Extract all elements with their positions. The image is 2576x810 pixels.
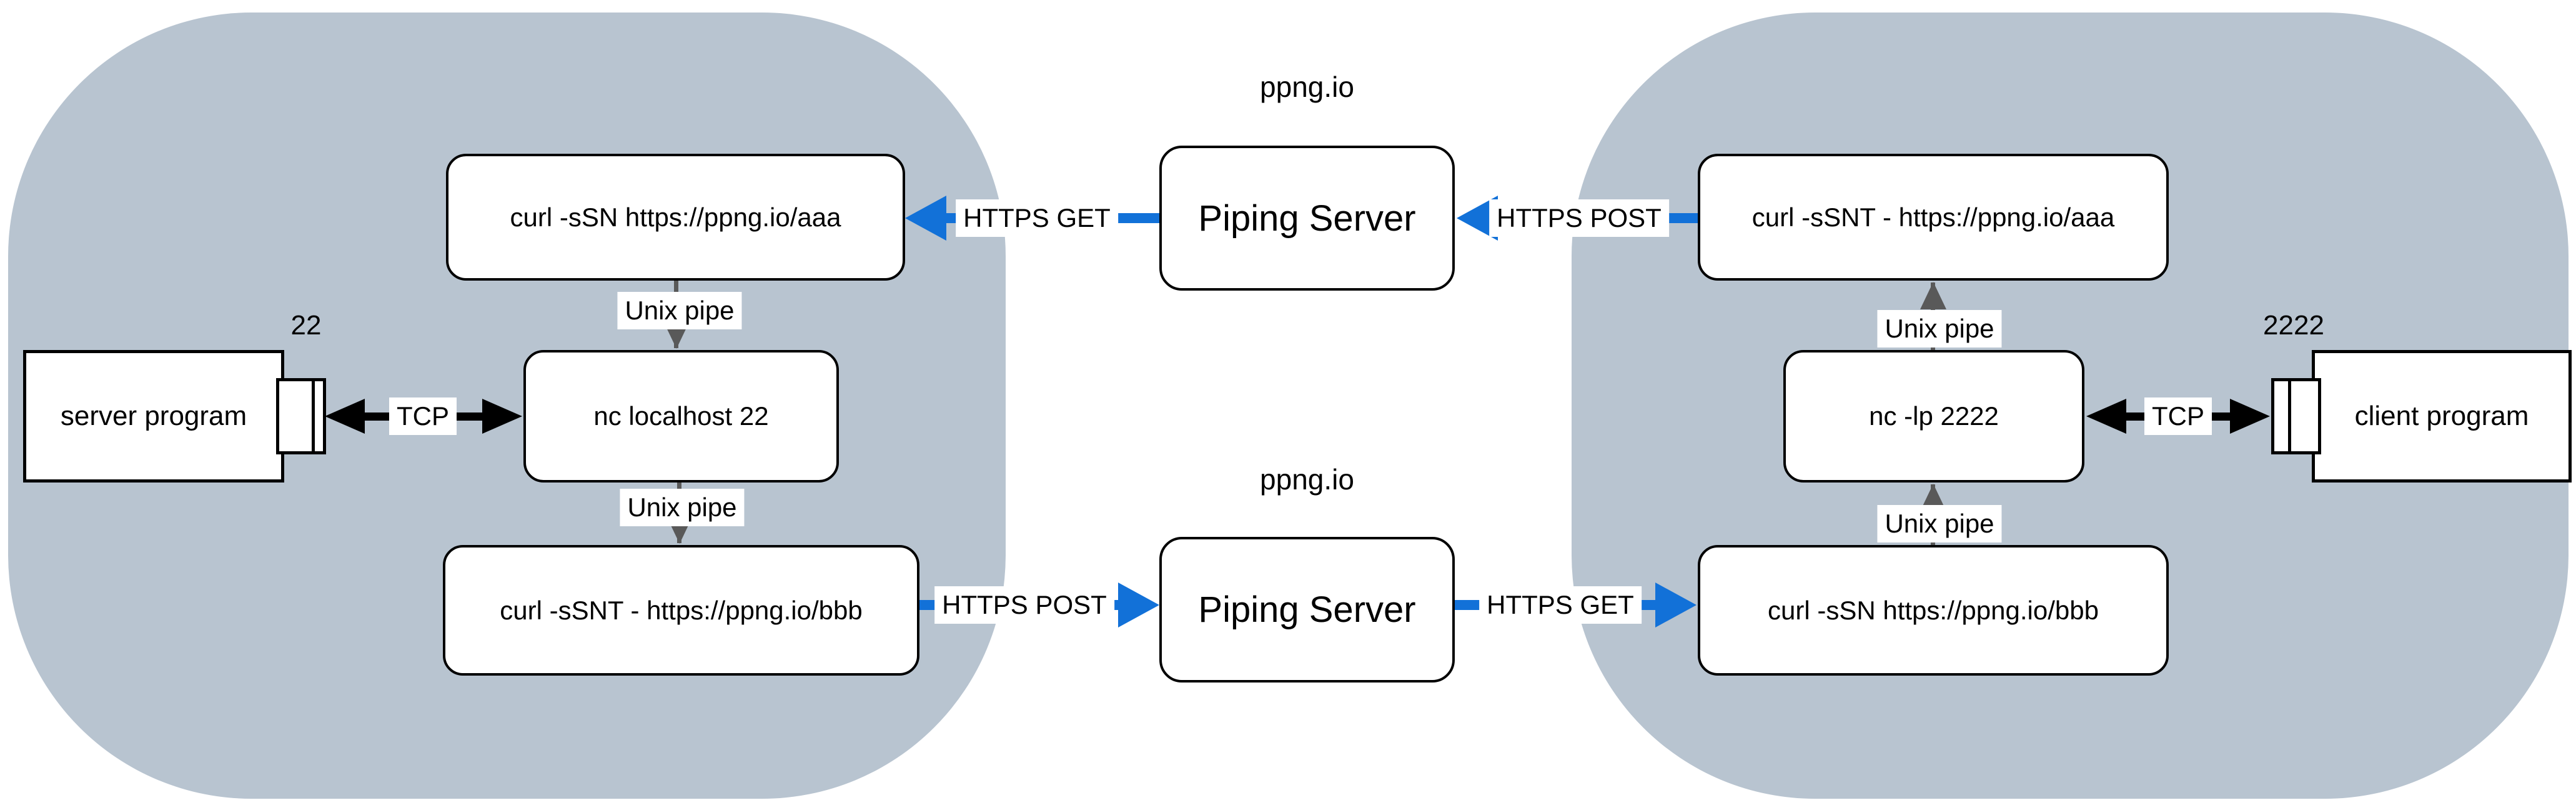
unix-pipe-label: Unix pipe — [1877, 505, 2002, 542]
port-divider — [2288, 381, 2291, 451]
piping-host-caption: ppng.io — [1260, 71, 1354, 103]
unix-pipe-label: Unix pipe — [620, 489, 745, 526]
arrowhead-right-icon — [482, 399, 522, 434]
box-label: nc localhost 22 — [593, 401, 769, 431]
box-label: curl -sSN https://ppng.io/aaa — [510, 202, 841, 232]
tcp-label: TCP — [2144, 398, 2212, 435]
piping-host-caption: ppng.io — [1260, 463, 1354, 496]
https-post-label: HTTPS POST — [934, 586, 1114, 624]
unix-pipe-label: Unix pipe — [617, 292, 742, 329]
box-server-program: server program — [23, 350, 284, 482]
box-label: curl -sSNT - https://ppng.io/bbb — [500, 595, 863, 625]
box-label: nc -lp 2222 — [1869, 401, 1999, 431]
port-2222-icon — [2271, 378, 2321, 454]
box-curl-receive-bbb: curl -sSN https://ppng.io/bbb — [1698, 545, 2169, 676]
https-get-label: HTTPS GET — [956, 199, 1118, 237]
arrowhead-left-icon — [2086, 399, 2126, 434]
port-divider — [312, 381, 315, 451]
arrowhead-right-icon — [1655, 582, 1697, 628]
box-label: client program — [2354, 401, 2529, 431]
box-label: Piping Server — [1198, 589, 1416, 630]
box-label: curl -sSNT - https://ppng.io/aaa — [1751, 202, 2115, 232]
arrowhead-left-icon — [325, 399, 365, 434]
box-curl-receive-aaa: curl -sSN https://ppng.io/aaa — [446, 154, 905, 281]
box-curl-send-aaa: curl -sSNT - https://ppng.io/aaa — [1698, 154, 2169, 281]
port-2222-label: 2222 — [2263, 310, 2324, 341]
box-nc-lp-2222: nc -lp 2222 — [1783, 350, 2084, 482]
box-label: server program — [60, 401, 247, 431]
port-22-label: 22 — [290, 310, 322, 341]
box-curl-send-bbb: curl -sSNT - https://ppng.io/bbb — [443, 545, 919, 676]
port-22-icon — [276, 378, 326, 454]
box-piping-server-top: Piping Server — [1159, 146, 1455, 291]
arrowhead-right-icon — [1118, 582, 1159, 628]
arrowhead-left-icon — [905, 196, 946, 241]
unix-pipe-label: Unix pipe — [1877, 310, 2002, 348]
box-piping-server-bottom: Piping Server — [1159, 537, 1455, 682]
box-label: Piping Server — [1198, 198, 1416, 239]
https-get-label: HTTPS GET — [1479, 586, 1642, 624]
box-nc-localhost-22: nc localhost 22 — [523, 350, 839, 482]
https-post-label: HTTPS POST — [1489, 199, 1669, 237]
box-client-program: client program — [2312, 350, 2572, 482]
box-label: curl -sSN https://ppng.io/bbb — [1768, 595, 2099, 625]
arrowhead-up-icon — [1920, 282, 1946, 309]
tcp-label: TCP — [389, 398, 457, 435]
arrowhead-right-icon — [2230, 399, 2270, 434]
